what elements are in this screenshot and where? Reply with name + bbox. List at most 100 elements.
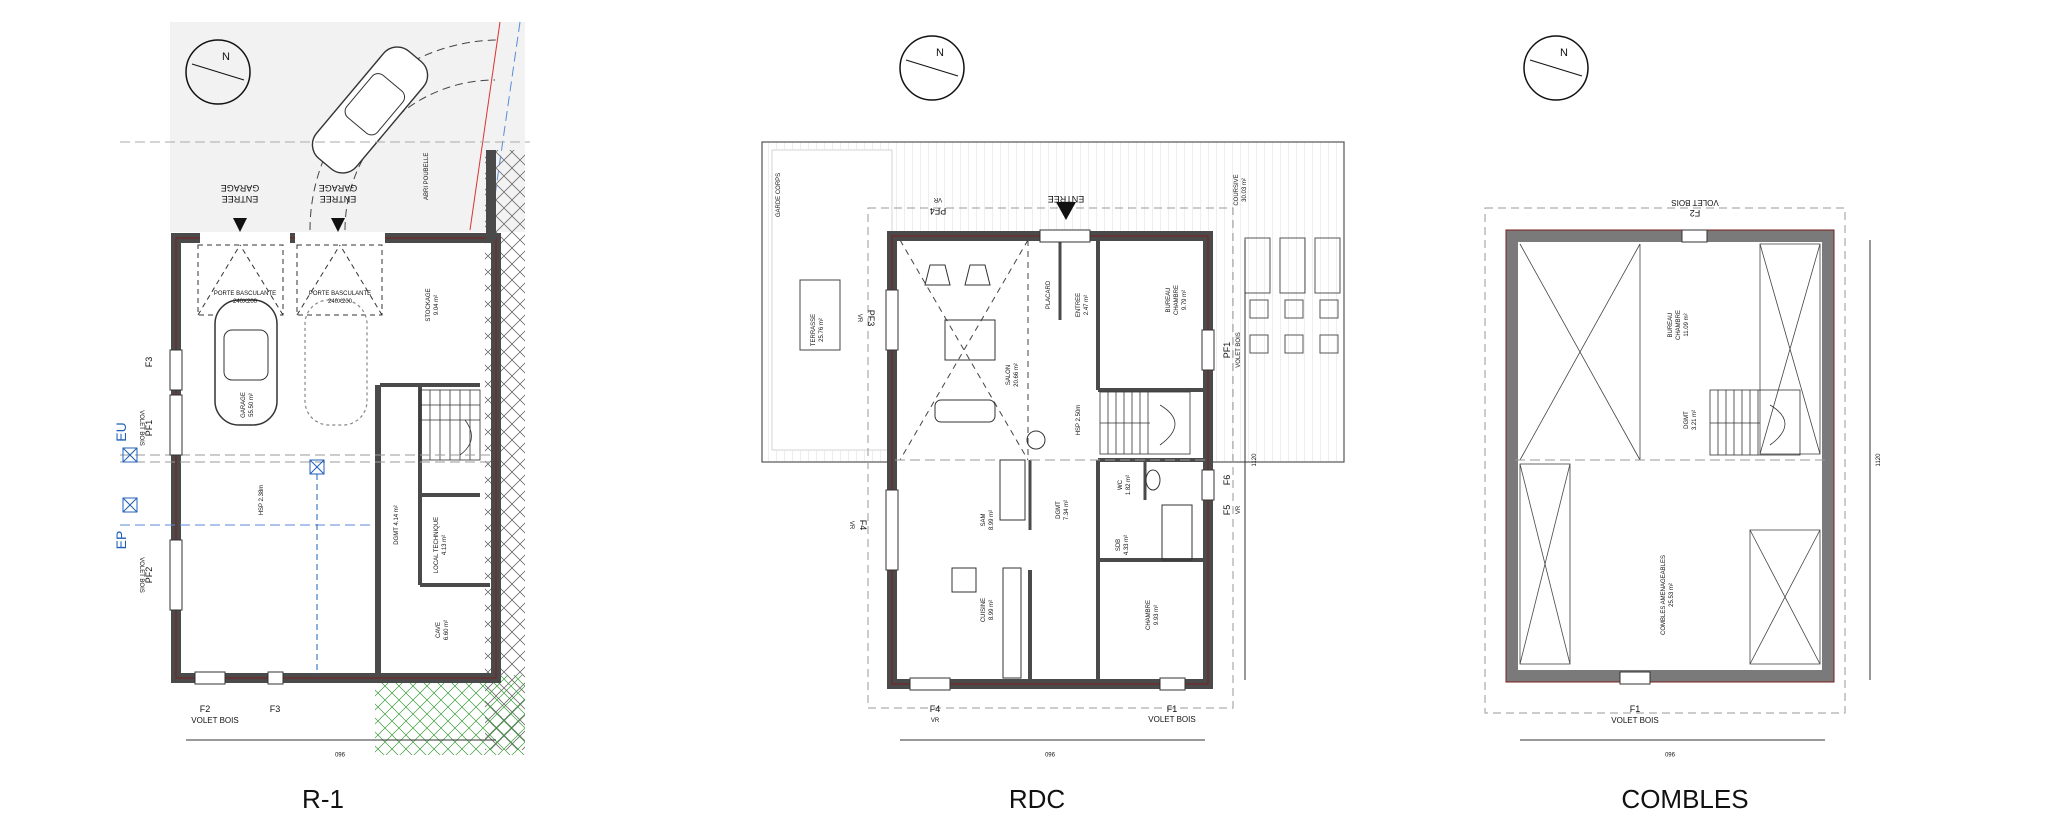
label-dim-combles: 960 — [1664, 750, 1675, 756]
compass-n-rdc: N — [936, 47, 944, 59]
label-sdb: SDB — [1116, 539, 1122, 551]
rdc-boundary — [867, 207, 1234, 709]
plan-r1: ENTREE GARAGE ENTREE GARAGE ABRI POUBELL… — [113, 21, 530, 756]
entree-arrow-2 — [331, 218, 345, 232]
label-entree-garage-1b: GARAGE — [221, 183, 260, 193]
window-f1-combles — [1619, 671, 1651, 685]
label-pf4: PF4 — [930, 206, 947, 216]
terrace-table — [799, 279, 841, 351]
label-porte-dim-1: 240X200 — [233, 299, 258, 305]
toilet — [1145, 469, 1161, 491]
eu-box — [122, 447, 138, 463]
plan-rdc: ENTREE PF4 VR GARDE CORPS COURSIVE 30.03… — [761, 35, 1345, 756]
window-f5-f6 — [1201, 469, 1215, 501]
label-entree-room: ENTREE — [1076, 293, 1082, 317]
label-pf1-r1: PF1 — [144, 420, 154, 437]
window-f3-left — [169, 349, 183, 391]
bathtub — [1161, 504, 1193, 561]
armchair-2 — [964, 264, 991, 286]
label-volet-bois-pf2-r1: VOLET BOIS — [138, 557, 144, 593]
label-dim-r1: 960 — [334, 750, 345, 756]
combles-outer-wall — [1506, 230, 1834, 682]
label-chambre-1-rdc: CHAMBRE — [1174, 285, 1180, 315]
label-entree-garage-2: ENTREE — [320, 194, 357, 204]
label-ep: EP — [113, 531, 129, 550]
label-f2-r1: F2 — [200, 704, 211, 714]
label-bureau-area-rdc: 9.79 m² — [1182, 290, 1188, 310]
label-dim-v-rdc: 1120 — [1252, 453, 1258, 467]
label-entree-garage-1: ENTREE — [222, 194, 259, 204]
plan-combles: F2 VOLET BOIS BUREAU CHAMBRE 11.09 m² DG… — [1484, 35, 1882, 756]
label-f1-combles: F1 — [1630, 704, 1641, 714]
label-entree-garage-2b: GARAGE — [319, 183, 358, 193]
garage-door-swing-2 — [296, 244, 383, 316]
label-terrasse-area: 25.76 m² — [819, 318, 825, 342]
label-chambre-2-rdc: CHAMBRE — [1146, 600, 1152, 630]
label-porte-basculante-1: PORTE BASCULANTE — [214, 291, 276, 297]
label-volet-bois-f1-combles: VOLET BOIS — [1611, 716, 1658, 725]
compass-n-combles: N — [1560, 47, 1568, 59]
kitchen-counter — [1002, 567, 1022, 679]
window-f4-left — [885, 489, 899, 571]
label-sam-area: 8.99 m² — [989, 510, 995, 530]
label-volet-bois-f1-rdc: VOLET BOIS — [1148, 715, 1195, 724]
window-pf1 — [169, 394, 183, 456]
armchair-1 — [924, 264, 951, 286]
label-sdb-area: 4.33 m² — [1124, 535, 1130, 555]
label-placard: PLACARD — [1046, 280, 1052, 309]
r1-stairs — [419, 389, 481, 461]
title-combles: COMBLES — [1621, 784, 1748, 814]
label-bureau-rdc: BUREAU — [1166, 287, 1172, 312]
label-coursive-area: 30.03 m² — [1242, 178, 1248, 202]
garage-opening-2 — [295, 232, 385, 244]
garage-opening-1 — [200, 232, 290, 244]
label-salon: SALON — [1006, 365, 1012, 385]
label-bureau-combles: BUREAU — [1668, 312, 1674, 337]
window-f4-bottom — [909, 677, 951, 691]
label-dgmt-r1: DGMT 4.14 m² — [394, 505, 400, 545]
label-entree-area: 2.47 m² — [1084, 295, 1090, 315]
label-dim-v-combles: 1120 — [1876, 453, 1882, 467]
label-f5: F5 — [1222, 505, 1232, 516]
combles-outer-wall-outline — [1505, 229, 1835, 683]
title-r1: R-1 — [302, 784, 344, 814]
label-stockage-area: 9.04 m² — [434, 295, 440, 315]
window-pf1-rdc — [1201, 329, 1215, 371]
label-stockage: STOCKAGE — [426, 288, 432, 321]
label-porte-dim-2: 240X200 — [328, 299, 353, 305]
label-f6: F6 — [1222, 475, 1232, 486]
sofa — [934, 399, 996, 423]
label-dgmt-combles: DGMT — [1684, 411, 1690, 429]
label-f4-left: F4 — [858, 520, 868, 531]
entree-arrow-rdc — [1056, 202, 1076, 220]
car-outline-top — [311, 46, 429, 174]
label-volet-bois-f2-r1: VOLET BOIS — [191, 716, 238, 725]
car-1-garage — [214, 299, 278, 426]
label-local-technique-area: 4.13 m² — [442, 535, 448, 555]
label-combles-area: 25.53 m² — [1669, 583, 1675, 607]
exterior-parking-squares — [1244, 237, 1341, 354]
compass-combles — [1523, 35, 1589, 101]
label-abri-poubelle: ABRI POUBELLE — [424, 153, 430, 200]
label-chambre-combles: CHAMBRE — [1676, 310, 1682, 340]
title-rdc: RDC — [1009, 784, 1065, 814]
label-hsp-r1: HSP 2.38m — [259, 485, 265, 516]
label-vr-pf3: VR — [856, 314, 862, 323]
label-dgmt-area-combles: 3.21 m² — [1692, 410, 1698, 430]
label-sam: SAM — [981, 513, 987, 526]
window-pf2 — [169, 539, 183, 611]
label-volet-bois-f2-combles: VOLET BOIS — [1671, 198, 1718, 207]
label-salon-area: 20.66 m² — [1014, 363, 1020, 387]
label-terrasse: TERRASSE — [811, 314, 817, 346]
label-cuisine-area: 8.99 m² — [989, 600, 995, 620]
label-cave: CAVE — [436, 622, 442, 638]
label-f1-rdc: F1 — [1167, 704, 1178, 714]
label-vr-f4-rdc: VR — [931, 718, 940, 724]
entree-arrow-1 — [233, 218, 247, 232]
label-pf2-r1: PF2 — [144, 567, 154, 584]
label-combles-amenageables: COMBLES AMENAGEABLES — [1661, 555, 1667, 635]
car-2-garage — [304, 299, 368, 426]
label-pf1-rdc: PF1 — [1222, 342, 1232, 359]
label-f3-left: F3 — [144, 357, 154, 368]
